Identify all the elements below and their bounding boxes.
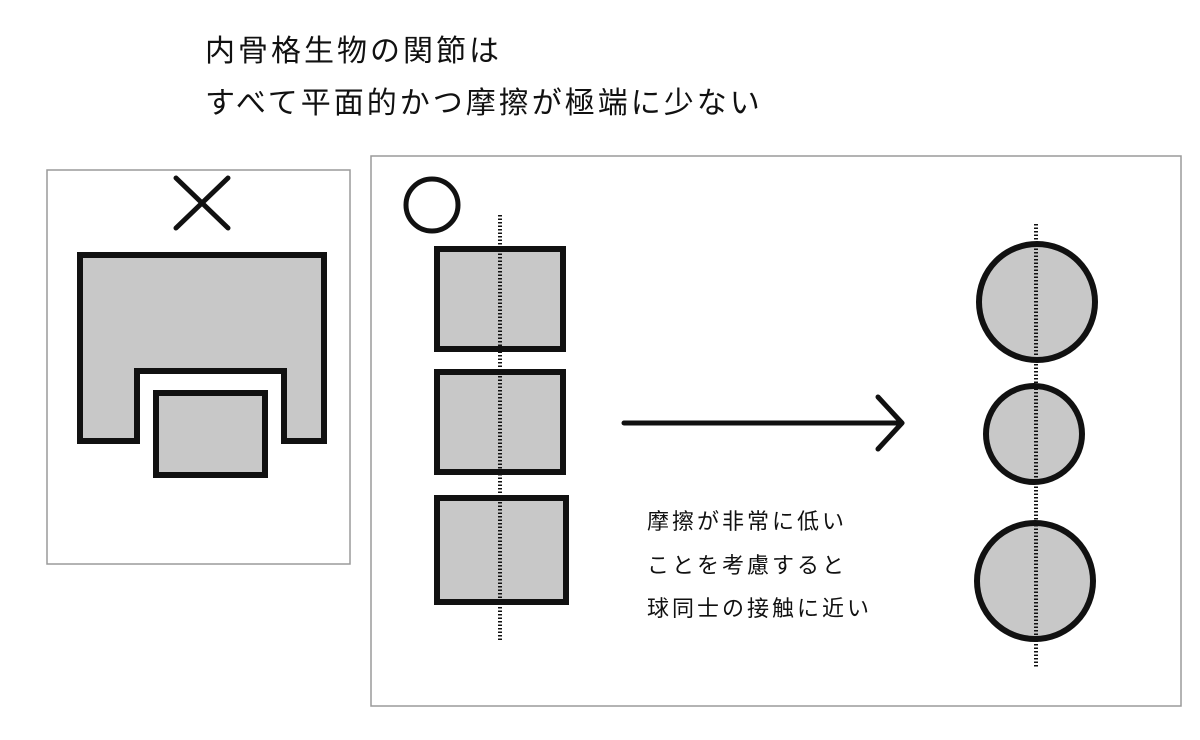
caption-line-1: 摩擦が非常に低い bbox=[647, 510, 848, 535]
block-stack bbox=[434, 215, 569, 641]
sphere-stack bbox=[974, 224, 1098, 667]
heading-line-2: すべて平面的かつ摩擦が極端に少ない bbox=[205, 86, 763, 121]
inserted-bone bbox=[153, 390, 268, 478]
socket-bone bbox=[77, 252, 327, 444]
left-panel bbox=[46, 169, 351, 565]
heading-line-1: 内骨格生物の関節は bbox=[205, 34, 502, 69]
cross-icon bbox=[173, 175, 231, 231]
caption-line-3: 球同士の接触に近い bbox=[647, 597, 873, 622]
transform-arrow bbox=[621, 394, 905, 452]
circle-icon bbox=[403, 176, 461, 234]
right-panel bbox=[370, 155, 1182, 707]
stack-block bbox=[434, 495, 569, 605]
caption-line-2: ことを考慮すると bbox=[647, 554, 848, 579]
